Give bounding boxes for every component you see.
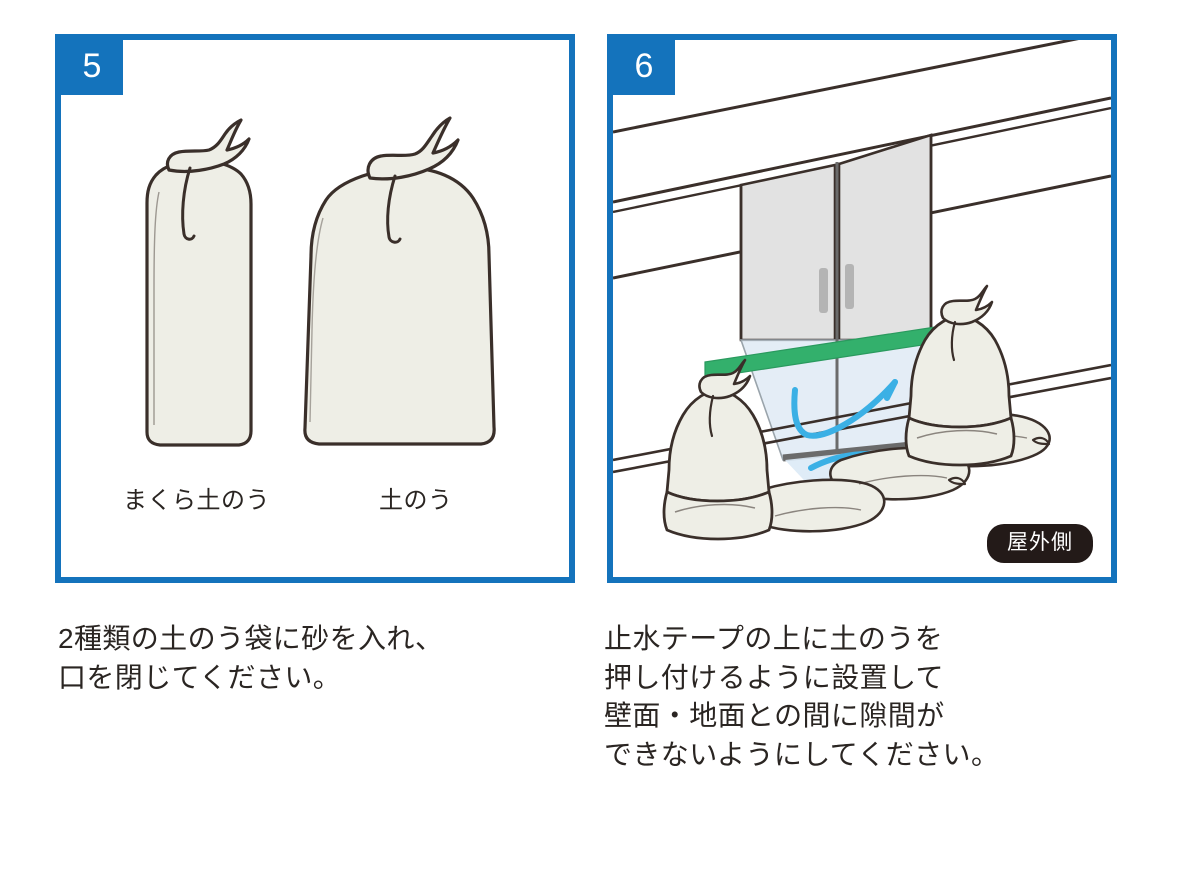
standard-sandbag-drawing: [303, 116, 496, 446]
panel-5-content: 5 まくら土のう 土のう: [61, 40, 569, 577]
standing-sandbag-right: [904, 284, 1016, 467]
outdoor-side-badge: 屋外側: [987, 524, 1093, 563]
step-number-badge-5: 5: [61, 40, 123, 95]
caption-step-6: 止水テープの上に土のうを 押し付けるように設置して 壁面・地面との間に隙間が で…: [604, 623, 1000, 770]
step-panel-5: 5 まくら土のう 土のう: [55, 34, 575, 583]
step-panel-6: 6 屋外側: [607, 34, 1117, 583]
standing-sandbag-left: [662, 358, 774, 541]
step-number-badge-6: 6: [613, 40, 675, 95]
bag-label-standard: 土のう: [379, 487, 453, 514]
door-handle-left: [819, 268, 828, 313]
door-sandbag-installation-illustration: [613, 40, 1111, 541]
bag-label-pillow: まくら土のう: [123, 487, 270, 514]
door-handle-right: [845, 264, 854, 309]
pillow-sandbag-drawing: [145, 118, 253, 447]
panel-6-content: 6 屋外側: [613, 40, 1111, 577]
sliding-door-glass: [739, 133, 933, 462]
sandbag-types-illustration: [145, 116, 496, 447]
caption-step-5: 2種類の土のう袋に砂を入れ、 口を閉じてください。: [58, 623, 444, 693]
